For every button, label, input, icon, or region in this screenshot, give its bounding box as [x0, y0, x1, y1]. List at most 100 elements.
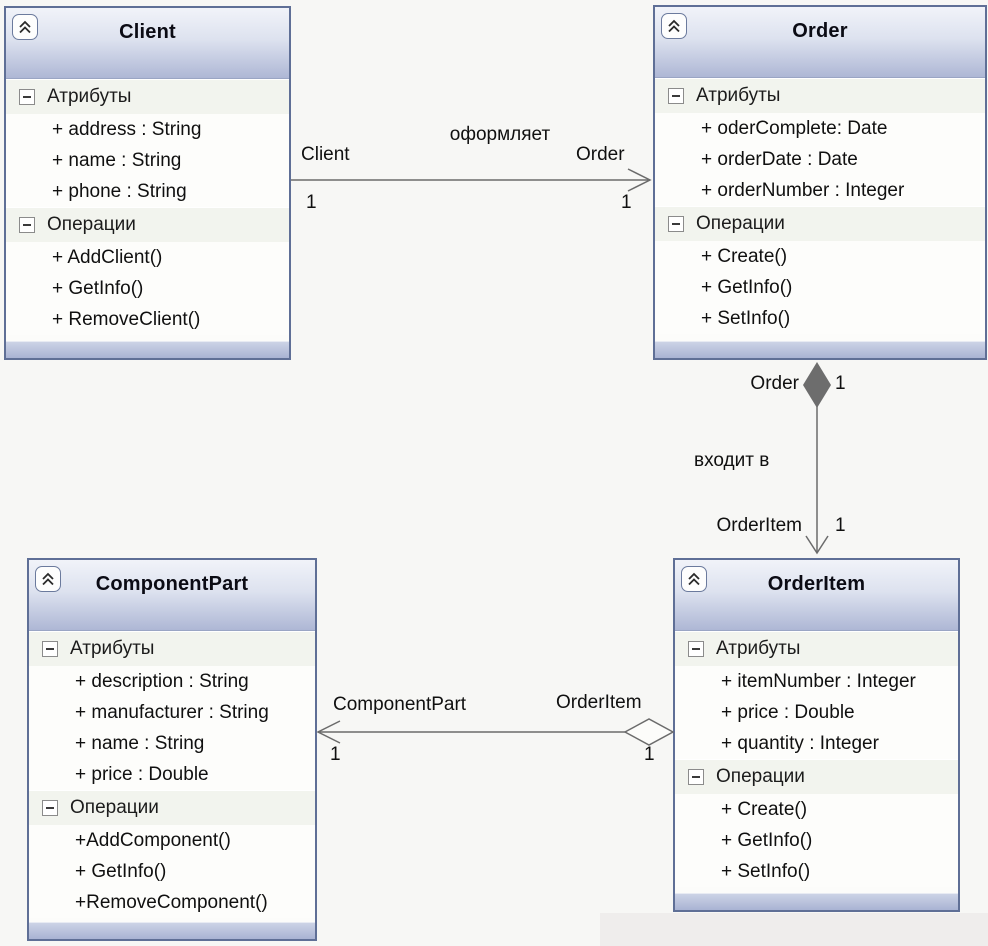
multiplicity-label: 1: [306, 192, 317, 213]
operations-label: Операции: [47, 214, 136, 235]
open-arrow-icon: [627, 168, 652, 192]
minus-box-icon[interactable]: [19, 217, 35, 233]
attribute-row: + manufacturer : String: [75, 702, 269, 723]
class-footer: [675, 893, 958, 910]
attributes-section-bar[interactable]: Атрибуты: [6, 79, 289, 114]
minus-box-icon[interactable]: [42, 641, 58, 657]
role-label-order: Order: [576, 144, 625, 165]
role-label-order: Order: [750, 373, 799, 394]
operations-section-bar[interactable]: Операции: [675, 759, 958, 794]
class-footer: [6, 341, 289, 358]
class-footer: [655, 341, 985, 358]
attribute-row: + oderComplete: Date: [701, 118, 888, 139]
attributes-list: + address : String + name : String + pho…: [6, 114, 289, 207]
class-orderitem[interactable]: OrderItem Атрибуты + itemNumber : Intege…: [673, 558, 960, 912]
double-chevron-up-icon[interactable]: [35, 566, 61, 592]
role-label-componentpart: ComponentPart: [333, 694, 467, 715]
operation-row: + SetInfo(): [701, 308, 791, 329]
operations-label: Операции: [696, 213, 785, 234]
operations-label: Операции: [70, 797, 159, 818]
attribute-row: + orderNumber : Integer: [701, 180, 905, 201]
role-label-client: Client: [301, 144, 350, 165]
operation-row: +AddComponent(): [75, 830, 231, 851]
operations-section-bar[interactable]: Операции: [29, 790, 315, 825]
aggregation-orderitem-componentpart[interactable]: [316, 718, 675, 746]
operation-row: + SetInfo(): [721, 861, 811, 882]
class-client[interactable]: Client Атрибуты + address : String + nam…: [4, 6, 291, 360]
double-chevron-up-icon[interactable]: [681, 566, 707, 592]
operation-row: + Create(): [721, 799, 808, 820]
attributes-label: Атрибуты: [47, 86, 132, 107]
operations-list: + Create() + GetInfo() + SetInfo(): [655, 241, 985, 334]
open-arrow-icon: [805, 535, 829, 555]
attribute-row: + name : String: [75, 733, 205, 754]
class-footer: [29, 922, 315, 939]
operation-row: + GetInfo(): [701, 277, 793, 298]
attribute-row: + quantity : Integer: [721, 733, 879, 754]
minus-box-icon[interactable]: [42, 800, 58, 816]
attributes-section-bar[interactable]: Атрибуты: [675, 631, 958, 666]
double-chevron-up-icon[interactable]: [661, 13, 687, 39]
operation-row: + GetInfo(): [721, 830, 813, 851]
multiplicity-label: 1: [835, 515, 846, 536]
attributes-list: + itemNumber : Integer + price : Double …: [675, 666, 958, 759]
class-title: ComponentPart: [95, 573, 249, 595]
attributes-label: Атрибуты: [70, 638, 155, 659]
class-title: Order: [792, 20, 848, 42]
double-chevron-up-icon[interactable]: [12, 14, 38, 40]
role-label-orderitem: OrderItem: [716, 515, 802, 536]
operation-row: + Create(): [701, 246, 788, 267]
operation-row: + GetInfo(): [75, 861, 167, 882]
operation-row: + GetInfo(): [52, 278, 144, 299]
attribute-row: + price : Double: [721, 702, 855, 723]
operation-row: + RemoveClient(): [52, 309, 201, 330]
attribute-row: + itemNumber : Integer: [721, 671, 916, 692]
multiplicity-label: 1: [621, 192, 632, 213]
operations-label: Операции: [716, 766, 805, 787]
association-name-label: оформляет: [449, 124, 551, 145]
attribute-row: + price : Double: [75, 764, 209, 785]
multiplicity-label: 1: [330, 744, 341, 765]
attributes-section-bar[interactable]: Атрибуты: [29, 631, 315, 666]
association-name-label: входит в: [694, 450, 770, 471]
minus-box-icon[interactable]: [668, 216, 684, 232]
operations-list: + Create() + GetInfo() + SetInfo(): [675, 794, 958, 887]
association-client-order[interactable]: [291, 168, 652, 192]
class-componentpart[interactable]: ComponentPart Атрибуты + description : S…: [27, 558, 317, 941]
attribute-row: + orderDate : Date: [701, 149, 858, 170]
class-client-header: Client: [6, 8, 289, 79]
multiplicity-label: 1: [835, 373, 846, 394]
attribute-row: + name : String: [52, 150, 182, 171]
composition-order-orderitem[interactable]: [803, 362, 831, 555]
operation-row: +RemoveComponent(): [75, 892, 268, 913]
attribute-row: + description : String: [75, 671, 249, 692]
operations-list: + AddClient() + GetInfo() + RemoveClient…: [6, 242, 289, 335]
class-order[interactable]: Order Атрибуты + oderComplete: Date + or…: [653, 5, 987, 360]
minus-box-icon[interactable]: [688, 769, 704, 785]
attributes-list: + oderComplete: Date + orderDate : Date …: [655, 113, 985, 206]
operation-row: + AddClient(): [52, 247, 163, 268]
attributes-list: + description : String + manufacturer : …: [29, 666, 315, 790]
operations-section-bar[interactable]: Операции: [655, 206, 985, 241]
class-title: OrderItem: [767, 573, 866, 595]
open-arrow-icon: [316, 720, 341, 744]
role-label-orderitem: OrderItem: [556, 692, 642, 713]
operations-section-bar[interactable]: Операции: [6, 207, 289, 242]
minus-box-icon[interactable]: [668, 88, 684, 104]
class-title: Client: [119, 21, 176, 43]
minus-box-icon[interactable]: [688, 641, 704, 657]
class-componentpart-header: ComponentPart: [29, 560, 315, 631]
hollow-diamond-icon: [623, 718, 675, 746]
minus-box-icon[interactable]: [19, 89, 35, 105]
multiplicity-label: 1: [644, 744, 655, 765]
class-orderitem-header: OrderItem: [675, 560, 958, 631]
attribute-row: + address : String: [52, 119, 202, 140]
filled-diamond-icon: [803, 362, 831, 408]
attributes-section-bar[interactable]: Атрибуты: [655, 78, 985, 113]
background-patch: [600, 913, 988, 946]
attributes-label: Атрибуты: [696, 85, 781, 106]
operations-list: +AddComponent() + GetInfo() +RemoveCompo…: [29, 825, 315, 918]
attribute-row: + phone : String: [52, 181, 187, 202]
attributes-label: Атрибуты: [716, 638, 801, 659]
